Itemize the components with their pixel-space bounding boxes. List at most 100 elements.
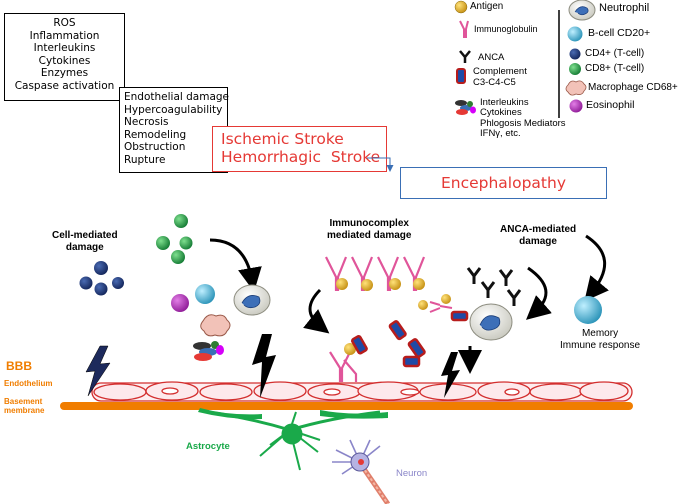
neuron-label: Neuron — [396, 468, 428, 479]
memory-label: Memory Immune response — [560, 328, 640, 351]
legend-bcell-label: B-cell CD20+ — [588, 27, 651, 39]
encephalopathy-label: Encephalopathy — [440, 174, 567, 192]
mediator-item: Caspase activation — [14, 79, 115, 92]
cd8-legend-icon — [569, 63, 581, 75]
complement — [450, 310, 469, 322]
stroke-box: Ischemic Stroke Hemorrhagic Stroke — [212, 126, 387, 172]
mediator-line: IFNγ, etc. — [480, 127, 521, 139]
cd4-cell — [112, 277, 124, 289]
complement-line: C3-C4-C5 — [473, 76, 516, 88]
immunocomplex-label: Immunocomplex mediated damage — [327, 218, 411, 241]
basement-membrane — [60, 402, 633, 410]
neuron-icon — [332, 439, 391, 504]
antigen-row — [336, 278, 425, 291]
vascular-item: Remodeling — [124, 128, 187, 141]
vascular-damage-box: Endothelial damage Hypercoagulability Ne… — [119, 87, 230, 173]
complement-line: Complement — [473, 66, 527, 77]
vascular-item: Endothelial damage — [124, 91, 230, 103]
vascular-item: Rupture — [124, 153, 166, 166]
legend-anca-label: ANCA — [478, 52, 505, 63]
label-line: Immune response — [560, 339, 641, 351]
legend-neutrophil-label: Neutrophil — [599, 2, 650, 14]
vascular-item: Necrosis — [124, 116, 169, 129]
memory-bcell — [574, 296, 602, 324]
legend-mediators-label: Interleukins Cytokines Phlogosis Mediato… — [480, 97, 566, 139]
mediator-item: Interleukins — [33, 42, 96, 55]
neutrophil-legend-icon — [568, 0, 596, 21]
astrocyte-label: Astrocyte — [186, 441, 230, 452]
cd4-cell — [94, 261, 108, 275]
mediator-item: ROS — [53, 17, 76, 29]
stroke-to-encephalopathy-arrow — [367, 157, 394, 172]
immunocomplex-bound — [329, 351, 358, 382]
legend-immunoglobulin-label: Immunoglobulin — [474, 24, 538, 34]
antigen — [418, 300, 428, 310]
damage-arrow — [303, 288, 330, 334]
hemorrhagic-stroke-label: Hemorrhagic Stroke — [221, 148, 381, 166]
mediator-line: Interleukins — [480, 97, 529, 108]
complement-cluster — [351, 320, 426, 368]
mediators-icon — [455, 100, 476, 115]
label-line: Basement — [4, 397, 43, 406]
label-line: mediated damage — [327, 229, 412, 241]
legend-eosinophil-label: Eosinophil — [586, 99, 635, 111]
legend-cd8-label: CD8+ (T-cell) — [585, 63, 645, 74]
cd8-cell — [156, 236, 170, 250]
legend-complement-label: Complement C3-C4-C5 — [473, 66, 527, 88]
lightning-icon — [85, 345, 111, 397]
label-line: damage — [65, 241, 104, 253]
macrophage-cell — [200, 314, 231, 337]
mediator-item: Inflammation — [29, 29, 100, 42]
label-line: membrane — [4, 406, 45, 415]
label-line: Memory — [581, 328, 619, 339]
cd8-cell — [171, 250, 185, 264]
damage-arrow — [209, 238, 262, 292]
mediator-item: Enzymes — [40, 67, 89, 80]
lightning-icon — [441, 352, 460, 398]
legend-cd4-label: CD4+ (T-cell) — [585, 48, 645, 59]
mediators-cluster — [193, 341, 224, 361]
mediator-item: Cytokines — [38, 54, 91, 67]
label-line: Immunocomplex — [329, 218, 409, 229]
cd8-cell — [174, 214, 188, 228]
complement-icon — [456, 68, 466, 84]
antigen-icon — [454, 0, 468, 14]
cd8-cell — [179, 236, 193, 250]
lightning-icon — [252, 334, 276, 398]
anca-icon — [459, 50, 471, 63]
astrocyte-endfoot — [198, 408, 262, 420]
endothelium-label: Endothelium — [4, 379, 53, 388]
vascular-item: Obstruction — [124, 141, 186, 154]
macrophage-legend-icon — [565, 80, 587, 96]
cell-mediated-label: Cell-mediated damage — [52, 230, 118, 253]
label-line: Cell-mediated — [52, 230, 118, 241]
eosinophil-legend-icon — [569, 99, 583, 113]
label-line: ANCA-mediated — [500, 224, 577, 235]
memory-arrow — [584, 234, 609, 302]
ischemic-stroke-label: Ischemic Stroke — [221, 130, 344, 148]
cd4-cell — [94, 282, 108, 296]
neutrophil-cell — [469, 303, 513, 341]
mediator-line: Phlogosis Mediators — [480, 117, 566, 129]
encephalopathy-box: Encephalopathy — [400, 167, 607, 199]
bbb-label: BBB — [6, 359, 32, 373]
cd4-cell — [79, 276, 93, 290]
anca-bound — [429, 301, 453, 313]
legend-antigen-label: Antigen — [470, 1, 504, 12]
anca-cluster — [466, 267, 522, 306]
cd4-legend-icon — [569, 48, 581, 60]
antigen — [441, 294, 451, 304]
legend-macrophage-label: Macrophage CD68+ — [588, 82, 678, 93]
antigen — [344, 343, 356, 355]
basement-membrane-label: Basement membrane — [4, 397, 44, 415]
immunoglobulin-icon — [459, 20, 469, 38]
vascular-item: Hypercoagulability — [124, 103, 223, 116]
damage-arrow — [525, 266, 552, 320]
mediators-box: ROS Inflammation Interleukins Cytokines … — [4, 13, 125, 101]
astrocyte-endfoot — [320, 410, 388, 419]
eosinophil-cell — [171, 294, 189, 312]
bcell-legend-icon — [567, 26, 583, 42]
label-line: damage — [519, 235, 557, 247]
neutrophil-cell — [233, 284, 271, 316]
anca-mediated-label: ANCA-mediated damage — [500, 224, 576, 247]
